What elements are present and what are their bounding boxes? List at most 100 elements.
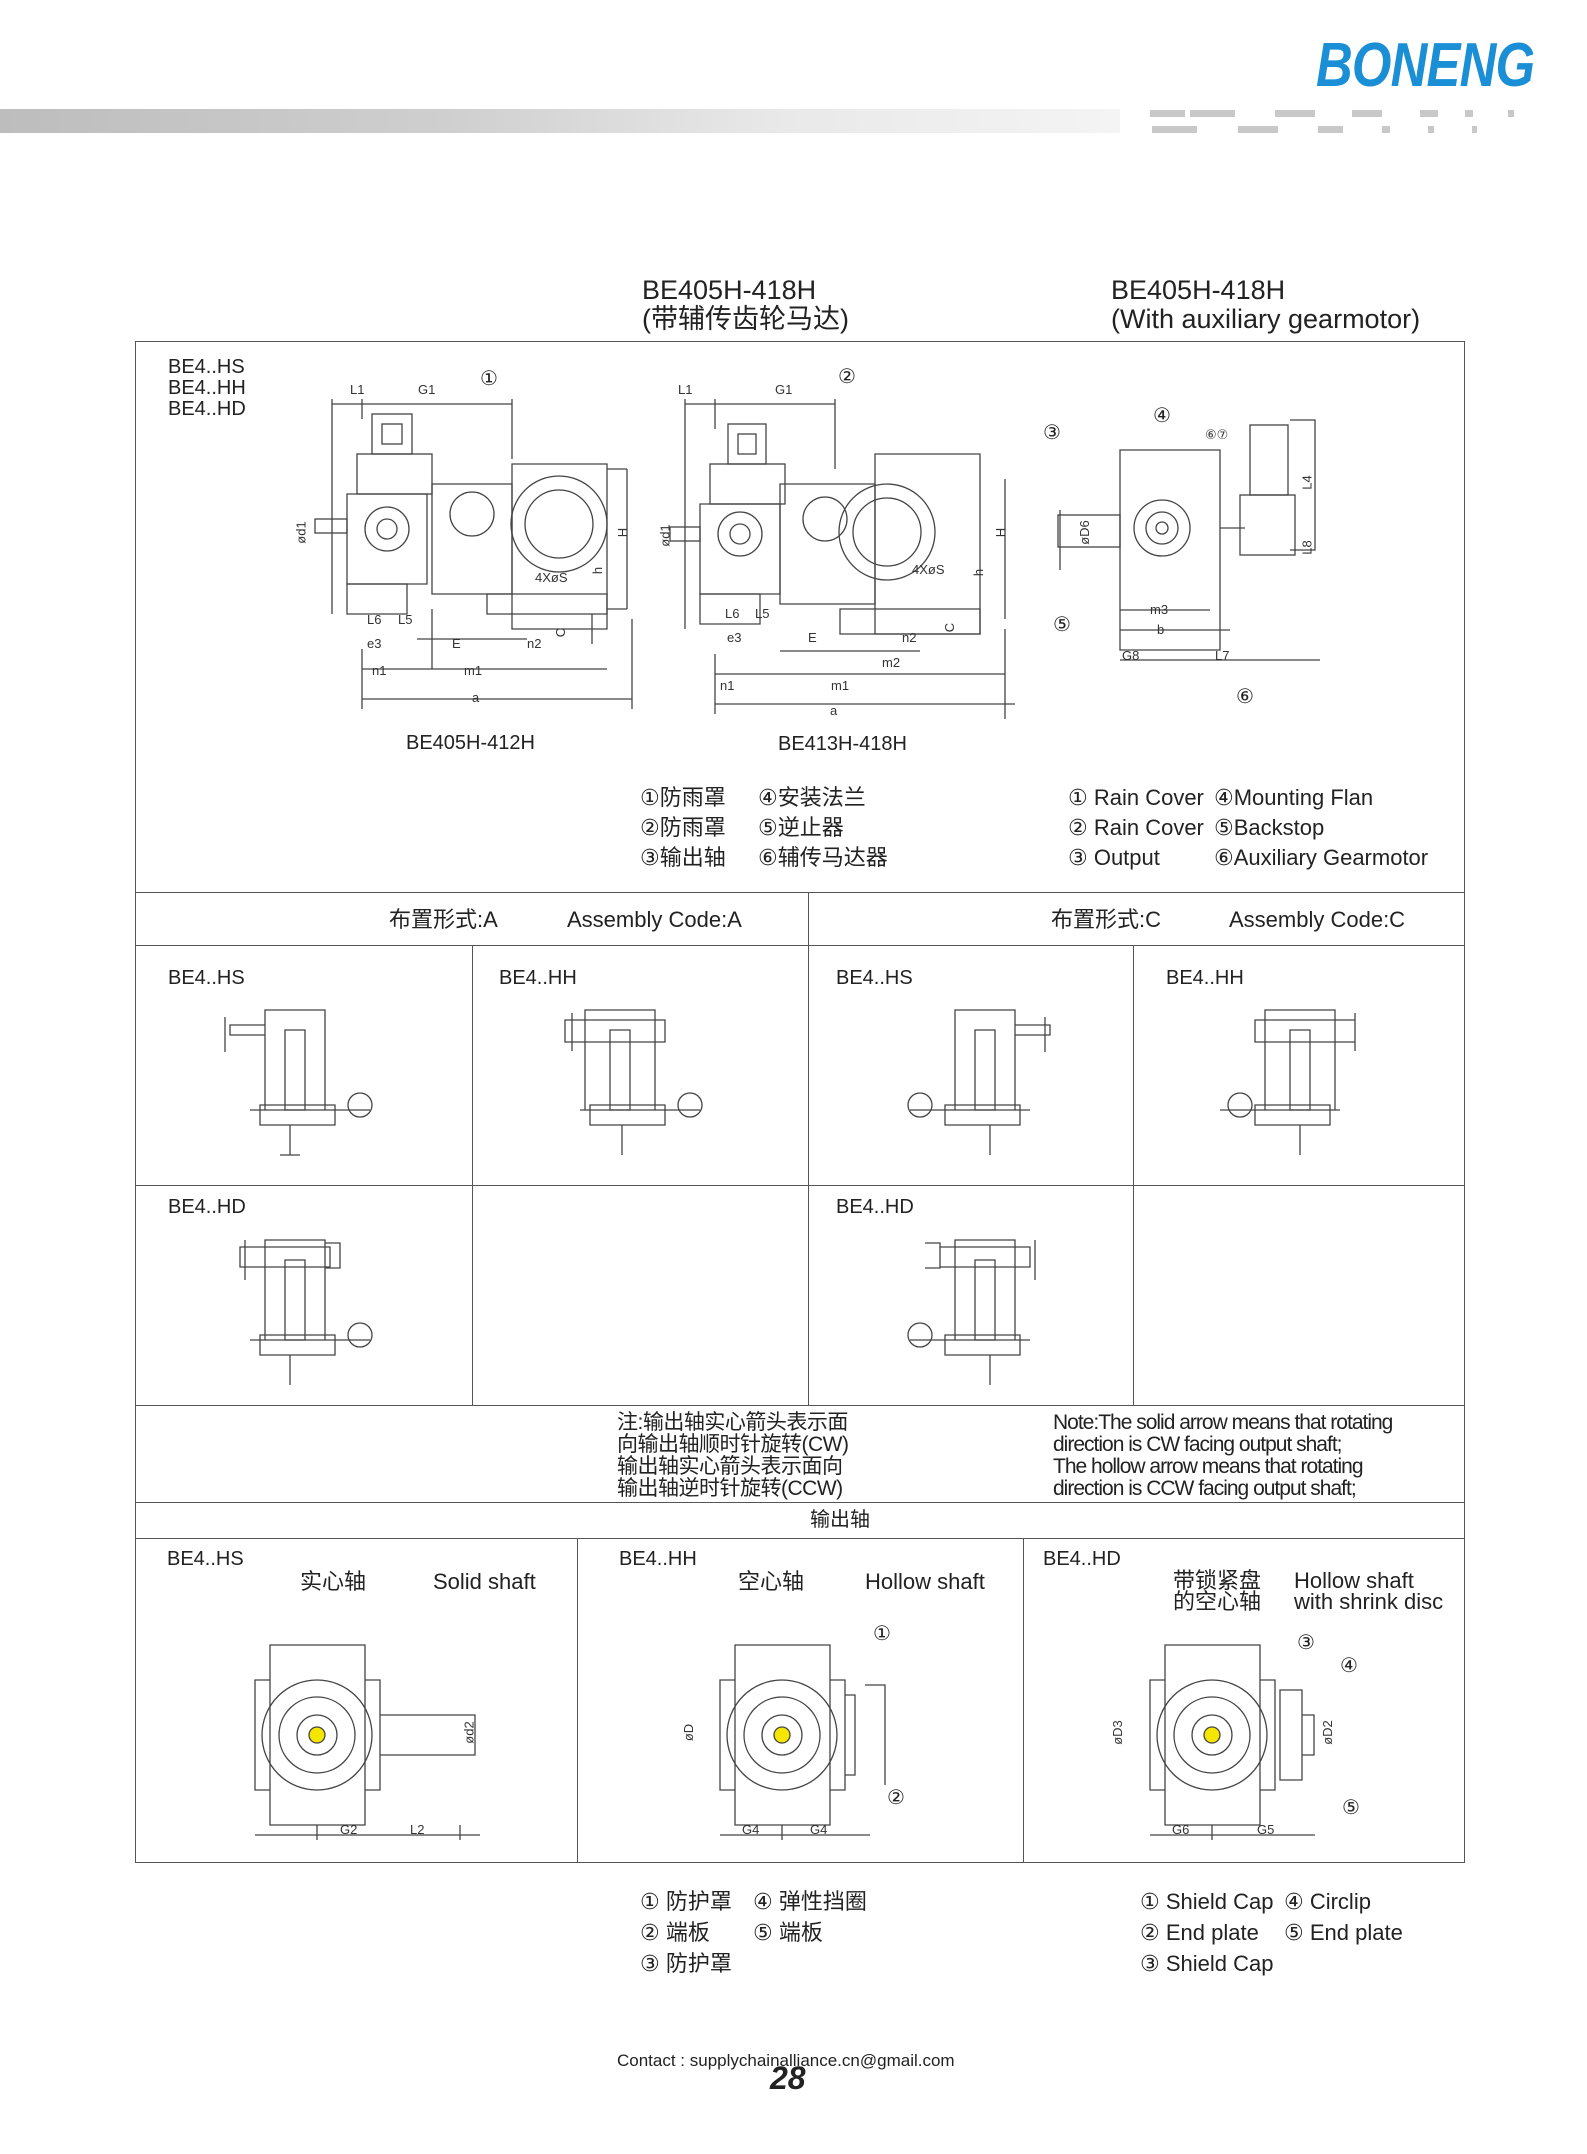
assembly-a-en: Assembly Code:A: [567, 907, 742, 932]
dim-label: m3: [1150, 602, 1169, 617]
shaft-cn: 实心轴: [300, 1569, 367, 1594]
type-label: BE4..HH: [168, 377, 246, 399]
callout: ⑤: [1053, 614, 1071, 636]
assembly-c-hs-schematic: [907, 1009, 1051, 1155]
assembly-a-hd-schematic: [239, 1239, 373, 1385]
legend-item: ① 防护罩: [640, 1889, 732, 1914]
dim-label: G1: [775, 382, 793, 397]
callout: ⑥⑦: [1205, 427, 1229, 442]
dim-label: G4: [810, 1822, 828, 1837]
title-en-model: BE405H-418H: [1111, 275, 1286, 305]
assembly-a-hs-schematic: [224, 1009, 373, 1156]
dim-label: e3: [367, 636, 382, 651]
legend-item: ③ Shield Cap: [1140, 1951, 1274, 1976]
legend-item: ④ Circlip: [1284, 1889, 1371, 1914]
dim-label: L5: [398, 612, 413, 627]
shaft-en-line: with shrink disc: [1294, 1589, 1444, 1614]
dim-label: 4XøS: [535, 570, 568, 585]
dim-label: h: [590, 566, 606, 575]
dim-label: C: [553, 627, 569, 638]
dim-label: øD3: [1109, 1720, 1125, 1745]
spec-table: [135, 341, 1465, 1863]
dim-label: a: [472, 690, 480, 705]
shaft-en: Hollow shaft: [865, 1569, 985, 1594]
divider: [472, 945, 473, 1405]
assembly-cell-label: BE4..HS: [168, 967, 245, 989]
assembly-cell-label: BE4..HH: [499, 967, 577, 989]
dim-label: ød1: [293, 521, 309, 544]
dim-label: øD2: [1319, 1720, 1335, 1745]
callout: ①: [480, 368, 498, 390]
assembly-c-hh-schematic: [1220, 1009, 1356, 1155]
title-cn: BE405H-418H (带辅传齿轮马达): [642, 276, 849, 334]
divider: [135, 1185, 1465, 1186]
shaft-cn-line: 带锁紧盘: [1173, 1568, 1262, 1593]
shaft-legend-en: ① Shield Cap ④ Circlip ② End plate ⑤ End p…: [1140, 1886, 1403, 1979]
dim-label: m1: [464, 663, 483, 678]
assembly-cell-label: BE4..HD: [836, 1196, 914, 1218]
assembly-c-en: Assembly Code:C: [1229, 907, 1406, 932]
brand-logo: BONENG: [1316, 31, 1535, 100]
contact-link[interactable]: Contact : supplychainalliance.cn@gmail.c…: [617, 2051, 955, 2070]
dim-label: m1: [831, 678, 850, 693]
divider: [1023, 1538, 1024, 1863]
dim-label: E: [808, 630, 817, 645]
gearbox-side-drawing: [1057, 419, 1320, 661]
legend-item: ①防雨罩: [640, 785, 726, 810]
note-line: Note:The solid arrow means that rotating: [1053, 1411, 1393, 1434]
divider: [135, 1502, 1465, 1503]
dim-label: L1: [678, 382, 693, 397]
legend-item: ⑥Auxiliary Gearmotor: [1214, 845, 1429, 870]
note-line: The hollow arrow means that rotating: [1053, 1455, 1364, 1478]
shaft-type: BE4..HD: [1043, 1548, 1121, 1570]
divider: [135, 945, 1465, 946]
dim-label: L1: [350, 382, 365, 397]
legend-item: ② 端板: [640, 1920, 710, 1945]
callout: ①: [873, 1623, 891, 1645]
assembly-c-hd-schematic: [907, 1239, 1036, 1385]
legend-item: ② Rain Cover: [1068, 815, 1204, 840]
dim-label: G6: [1172, 1822, 1190, 1837]
dim-label: L4: [1299, 475, 1315, 490]
type-list: BE4..HS BE4..HH BE4..HD: [168, 357, 246, 420]
legend-item: ③输出轴: [640, 845, 726, 870]
title-cn-model: BE405H-418H: [642, 275, 817, 305]
type-label: BE4..HS: [168, 356, 245, 378]
callout: ②: [887, 1787, 905, 1809]
legend-item: ② End plate: [1140, 1920, 1259, 1945]
note-line: direction is CW facing output shaft;: [1053, 1433, 1343, 1456]
legend-item: ① Shield Cap: [1140, 1889, 1274, 1914]
title-cn-sub: (带辅传齿轮马达): [642, 304, 849, 334]
legend-item: ① Rain Cover: [1068, 785, 1204, 810]
title-en-sub: (With auxiliary gearmotor): [1111, 304, 1421, 334]
divider: [577, 1538, 578, 1863]
assembly-cell-label: BE4..HH: [1166, 967, 1244, 989]
assembly-cell-label: BE4..HS: [836, 967, 913, 989]
dim-label: L7: [1215, 648, 1230, 663]
drawing-caption: BE405H-412H: [406, 732, 535, 754]
divider: [808, 892, 809, 1405]
shaft-en-line: Hollow shaft: [1294, 1568, 1414, 1593]
legend-item: ⑤ End plate: [1284, 1920, 1403, 1945]
dim-label: G4: [742, 1822, 760, 1837]
divider: [1133, 945, 1134, 1405]
callout: ⑤: [1342, 1797, 1360, 1819]
legend-item: ③ Output: [1068, 845, 1160, 870]
note-line: 向输出轴顺时针旋转(CW): [617, 1433, 849, 1456]
dim-label: G5: [1257, 1822, 1275, 1837]
dim-label: G8: [1122, 648, 1140, 663]
dim-label: 4XøS: [912, 562, 945, 577]
callout: ④: [1153, 405, 1171, 427]
drawing-caption: BE413H-418H: [778, 733, 907, 755]
shaft-cn: 空心轴: [738, 1569, 805, 1594]
shaft-cn: 带锁紧盘的空心轴: [1173, 1568, 1262, 1613]
assembly-c-cn: 布置形式:C: [1051, 907, 1162, 932]
dim-label: L6: [725, 606, 740, 621]
callout: ②: [838, 366, 856, 388]
gearbox-drawing-412h: [314, 399, 633, 709]
dim-label: H: [615, 527, 631, 538]
dim-label: ød2: [461, 1721, 477, 1744]
dim-label: m2: [882, 655, 901, 670]
